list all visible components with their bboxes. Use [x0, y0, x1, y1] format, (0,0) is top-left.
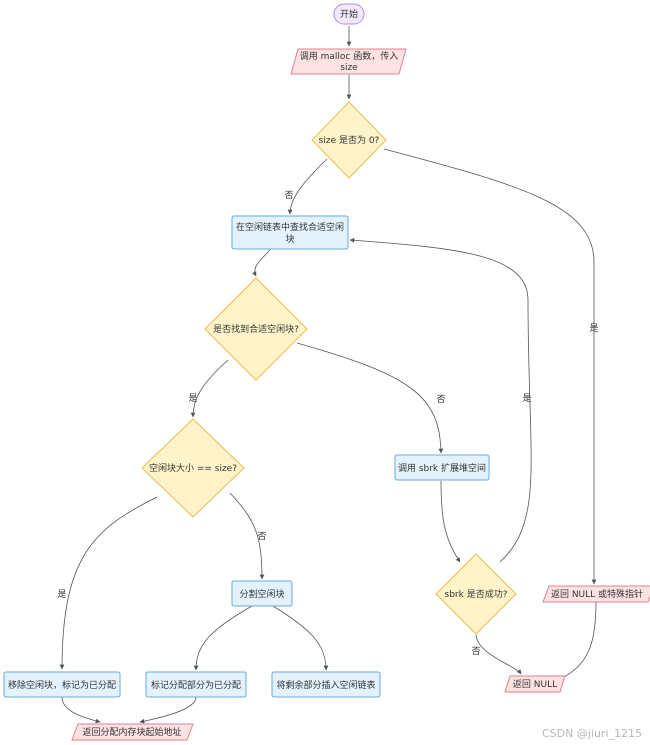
edge-split-to-mark — [193, 605, 253, 671]
node-return-special: 返回 NULL 或特殊指针 — [542, 585, 650, 603]
edge-size-yes-to-return-special — [383, 148, 597, 585]
node-insert-remainder-label: 将剩余部分插入空闲链表 — [276, 679, 375, 691]
edge-found-no-to-sbrk — [296, 342, 444, 454]
edge-label-size-no: 否 — [284, 190, 293, 201]
node-insert-remainder: 将剩余部分插入空闲链表 — [271, 671, 381, 698]
edge-label-found-no: 否 — [436, 394, 445, 405]
edge-sbrk-yes-to-search — [349, 237, 532, 563]
edge-equal-no-to-split — [229, 492, 265, 580]
edge-equal-yes-to-remove — [59, 496, 158, 670]
node-return-null: 返回 NULL — [504, 675, 566, 693]
edge-found-yes-to-equal — [190, 359, 229, 418]
edge-label-found-yes: 是 — [188, 393, 197, 404]
watermark: CSDN @jiuri_1215 — [542, 727, 642, 740]
node-remove-block-label: 移除空闲块，标记为已分配 — [8, 679, 116, 691]
edge-sbrk-call-to-success — [440, 480, 461, 563]
node-call-sbrk: 调用 sbrk 扩展堆空间 — [394, 454, 490, 481]
node-return-special-label: 返回 NULL 或特殊指针 — [551, 588, 643, 600]
edge-search-to-found — [251, 249, 271, 277]
edge-label-sbrk-no: 否 — [471, 646, 480, 657]
node-block-equal-decision: 空闲块大小 == size? — [141, 418, 245, 518]
edge-size-no-to-search — [287, 158, 328, 215]
node-return-address-label: 返回分配内存块起始地址 — [82, 726, 181, 738]
node-found-decision: 是否找到合适空闲块? — [204, 277, 308, 381]
edge-sbrk-no-to-return-null — [475, 634, 522, 675]
node-return-null-label: 返回 NULL — [513, 678, 557, 690]
node-sbrk-success-label: sbrk 是否成功? — [445, 588, 508, 600]
node-call-sbrk-label: 调用 sbrk 扩展堆空间 — [398, 462, 486, 474]
edge-remove-to-return-addr — [61, 696, 101, 724]
node-found-label: 是否找到合适空闲块? — [213, 323, 299, 335]
node-call-malloc: 调用 malloc 函数，传入 size — [290, 48, 407, 75]
node-start-label: 开始 — [340, 8, 358, 20]
edge-label-equal-no: 否 — [257, 531, 266, 542]
node-size-zero-decision: size 是否为 0? — [311, 101, 387, 179]
node-mark-allocated-label: 标记分配部分为已分配 — [151, 679, 241, 691]
node-split-block: 分割空闲块 — [231, 580, 293, 607]
node-call-malloc-line2: size — [340, 63, 358, 73]
edge-labels: 否 是 是 否 是 否 是 否 — [57, 190, 598, 657]
node-mark-allocated: 标记分配部分为已分配 — [145, 671, 247, 698]
edge-label-sbrk-yes: 是 — [522, 393, 531, 404]
node-search-free-list: 在空闲链表中查找合适空闲 块 — [231, 215, 349, 250]
edge-mark-to-return-addr — [139, 696, 197, 724]
node-search-line2: 块 — [285, 233, 294, 245]
edge-label-equal-yes: 是 — [57, 589, 66, 600]
edge-split-to-insert — [272, 605, 329, 671]
edge-return-special-to-return-null — [559, 601, 597, 680]
node-return-address: 返回分配内存块起始地址 — [71, 723, 194, 741]
node-size-zero-label: size 是否为 0? — [319, 134, 380, 146]
node-search-line1: 在空闲链表中查找合适空闲 — [236, 221, 344, 233]
node-remove-block: 移除空闲块，标记为已分配 — [3, 671, 121, 698]
node-block-equal-label: 空闲块大小 == size? — [149, 462, 237, 474]
node-split-label: 分割空闲块 — [239, 588, 284, 600]
node-start: 开始 — [333, 3, 365, 25]
edge-label-size-yes: 是 — [589, 323, 598, 334]
node-sbrk-success-decision: sbrk 是否成功? — [435, 553, 517, 635]
node-call-malloc-line1: 调用 malloc 函数，传入 — [300, 50, 398, 62]
edges — [59, 26, 597, 724]
